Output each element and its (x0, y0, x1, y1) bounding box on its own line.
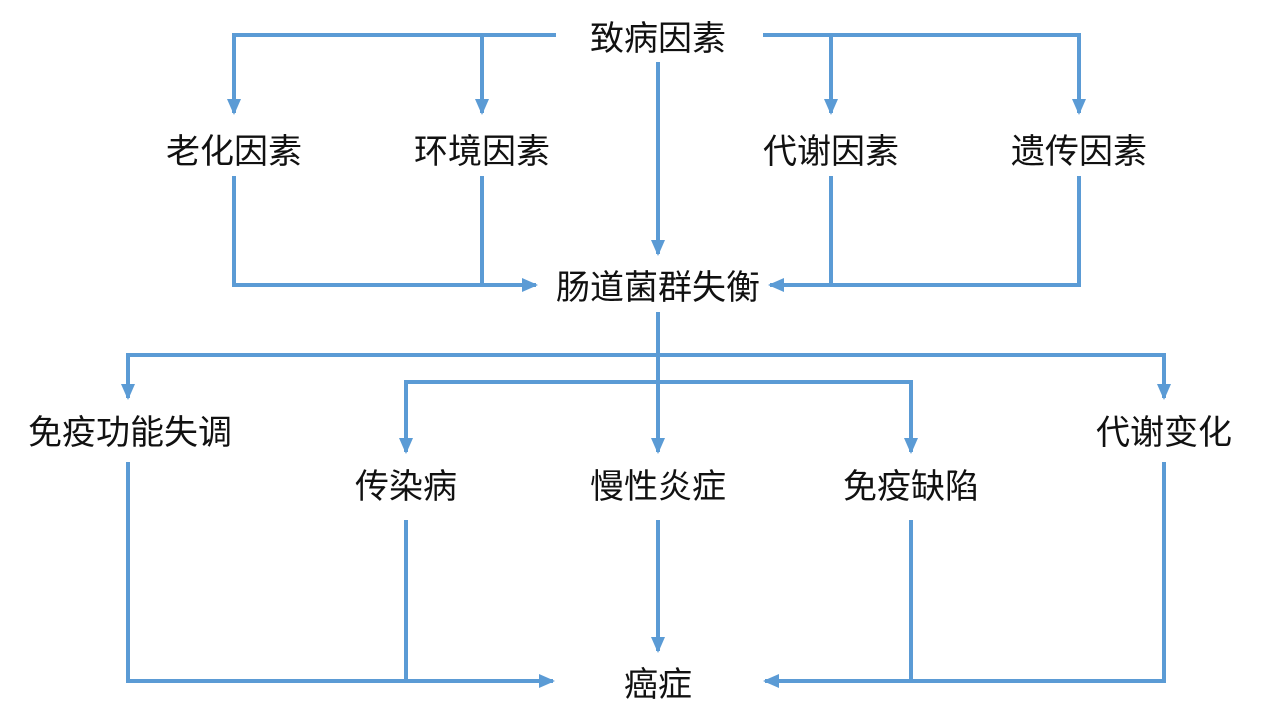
node-metabolic-changes: 代谢变化 (1096, 413, 1232, 453)
edge-pathogenic-to-aging (227, 33, 556, 115)
edge-genetic-to-gut-dysbiosis (768, 176, 1081, 292)
node-infectious-disease: 传染病 (355, 467, 457, 507)
edge-aging-to-gut-dysbiosis (232, 176, 538, 292)
node-metabolic-factors: 代谢因素 (763, 132, 899, 172)
node-immune-dysfunction: 免疫功能失调 (28, 413, 232, 453)
node-genetic-factors: 遗传因素 (1011, 132, 1147, 172)
node-labels: 致病因素 老化因素 环境因素 代谢因素 遗传因素 肠道菌群失衡 免疫功能失调 代… (28, 19, 1232, 705)
edge-gut-dysbiosis-to-infectious-disease (399, 380, 658, 454)
node-cancer: 癌症 (624, 665, 692, 705)
edge-metabolic-changes-to-cancer (763, 462, 1166, 688)
node-gut-dysbiosis: 肠道菌群失衡 (556, 268, 760, 308)
node-chronic-inflammation: 慢性炎症 (590, 467, 726, 507)
edge-pathogenic-to-metabolic-factors (763, 33, 1086, 115)
node-immunodeficiency: 免疫缺陷 (843, 467, 979, 507)
node-pathogenic-factors: 致病因素 (590, 19, 726, 59)
edges (121, 33, 1171, 688)
edge-gut-dysbiosis-to-immune-dysfunction (121, 353, 658, 400)
node-environmental-factors: 环境因素 (414, 132, 550, 172)
edge-gut-dysbiosis-to-metabolic-changes (658, 353, 1171, 400)
edge-immune-dysfunction-to-cancer (126, 462, 555, 688)
node-aging-factors: 老化因素 (166, 132, 302, 172)
edge-gut-dysbiosis-to-immunodeficiency (658, 380, 918, 454)
